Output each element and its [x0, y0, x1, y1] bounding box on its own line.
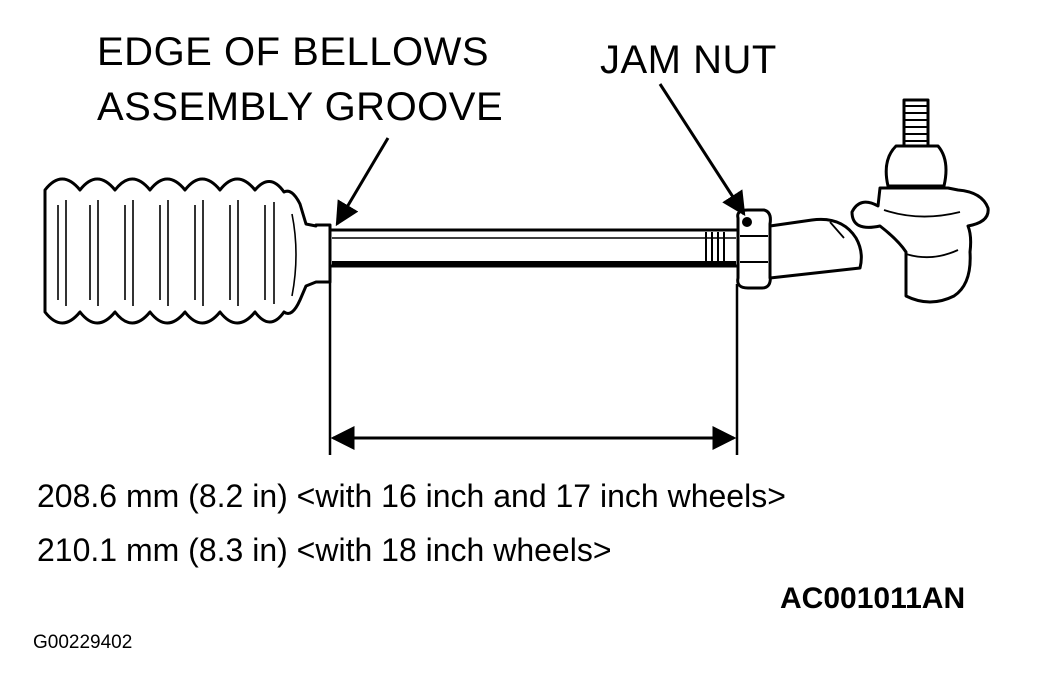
dimension-spec-16-17-inch: 208.6 mm (8.2 in) <with 16 inch and 17 i… [37, 478, 786, 514]
bellows-ribs [57, 200, 297, 306]
tie-rod-end [768, 98, 990, 304]
jam-nut-leader [658, 83, 746, 217]
figure-code: AC001011AN [780, 582, 966, 615]
graphic-id: G00229402 [33, 632, 133, 653]
dimension-extension-lines [328, 282, 739, 455]
jam-nut [736, 208, 772, 290]
bellows-groove-leader [335, 137, 390, 227]
tie-rod-shaft [328, 228, 740, 268]
edge-of-bellows-label: EDGE OF BELLOWS [97, 30, 490, 74]
stud-threads [904, 105, 928, 142]
jam-nut-label: JAM NUT [600, 38, 777, 82]
bellows-boot [43, 177, 332, 325]
assembly-groove-label: ASSEMBLY GROOVE [97, 85, 504, 129]
ball-joint-shading [829, 209, 961, 259]
dimension-spec-18-inch: 210.1 mm (8.3 in) <with 18 inch wheels> [37, 532, 612, 568]
